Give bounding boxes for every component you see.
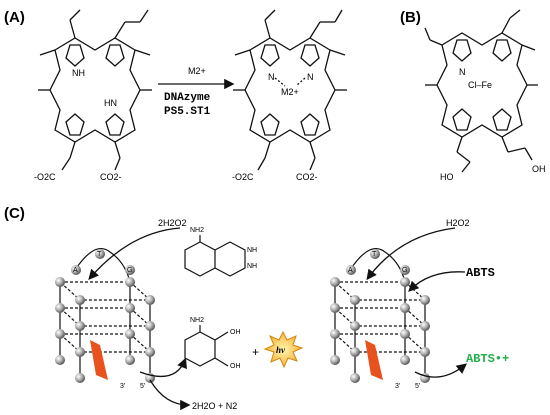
nucleotide-t-left: T [97, 251, 102, 258]
hemin-plane-right [365, 340, 383, 380]
hemin-acid-left: HO [440, 172, 454, 182]
hemin-fe-center: Cl–Fe [468, 80, 492, 90]
three-prime-left: 3' [120, 383, 125, 390]
hemin-n-label: N [459, 67, 466, 77]
hn-label-mid: HN [104, 98, 117, 108]
hemin-plane-left [90, 340, 108, 380]
hv-label: hν [276, 345, 286, 355]
panel-c-label: (C) [4, 205, 25, 222]
panel-b-label: (B) [400, 9, 421, 26]
panel-a-label: (A) [4, 9, 25, 26]
nucleotide-a-right: A [348, 267, 353, 274]
porphyrin-free-base [38, 9, 152, 171]
metalloporphyrin-product [233, 9, 347, 171]
h2o2-arrow-left [88, 227, 181, 280]
carboxylate-right-a: CO2- [100, 172, 122, 182]
luminol-nh2: NH2 [190, 227, 204, 234]
byproduct-arrow-left [149, 379, 191, 411]
arrow-ps5st1-label: PS5.ST1 [164, 106, 211, 118]
carboxylate-right-product: CO2- [296, 172, 318, 182]
product-arrow-left [139, 357, 187, 378]
aminophthalate-oh-top: OH [230, 329, 241, 336]
carboxylate-left-product: -O2C [232, 172, 254, 182]
five-prime-right: 5' [415, 383, 420, 390]
arrow-reagent-m2: M2+ [188, 66, 206, 76]
luminol-nh-bottom: NH [247, 263, 257, 270]
product-n-left: N [268, 72, 275, 82]
nh-label-top: NH [72, 68, 85, 78]
three-prime-right: 3' [395, 383, 400, 390]
nucleotide-balls-left [55, 249, 155, 383]
luminol-nh-top: NH [247, 247, 257, 254]
h2o2-left-label: 2H2O2 [158, 218, 187, 228]
arrow-dnazyme-label: DNAzyme [164, 92, 211, 104]
product-n-right: N [307, 72, 314, 82]
five-prime-left: 5' [140, 383, 145, 390]
nucleotide-balls-right [330, 249, 430, 383]
metal-center-label: M2+ [281, 87, 299, 97]
nucleotide-g-right: G [402, 267, 407, 274]
aminophthalate-structure [184, 325, 229, 367]
nucleotide-g-left: G [127, 267, 132, 274]
carboxylate-left-a: -O2C [34, 172, 56, 182]
aminophthalate-nh2: NH2 [190, 317, 204, 324]
luminol-structure [184, 235, 246, 277]
abts-arrow-out [414, 363, 468, 378]
abts-radical-label: ABTS•+ [466, 352, 509, 366]
aminophthalate-oh-bottom: OH [230, 363, 241, 370]
abts-arrow-in [408, 271, 466, 292]
byproduct-label: 2H2O + N2 [192, 401, 237, 411]
nucleotide-a-left: A [73, 267, 78, 274]
hemin-structure [424, 9, 538, 173]
light-emission-burst [263, 330, 304, 369]
plus-sign: + [252, 345, 259, 359]
h2o2-right-label: H2O2 [446, 218, 470, 228]
abts-label: ABTS [466, 266, 495, 280]
h2o2-arrow-right [366, 227, 456, 281]
hemin-acid-right: OH [532, 164, 546, 174]
nucleotide-t-right: T [372, 251, 377, 258]
